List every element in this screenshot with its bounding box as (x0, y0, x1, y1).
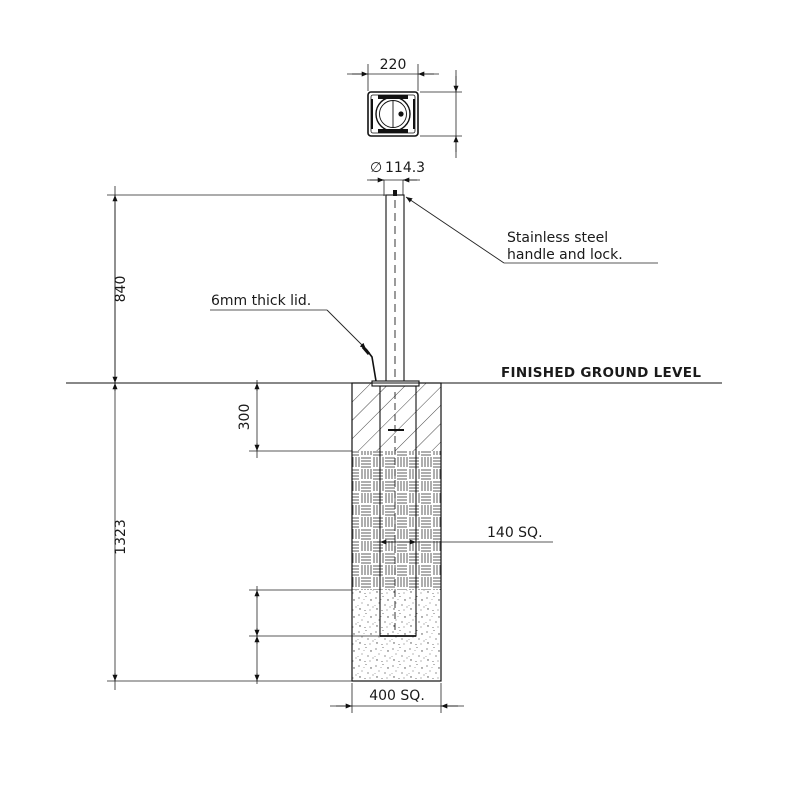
callout-handle: Stainless steel handle and lock. (405, 196, 658, 264)
dim-height-above-label: 840 (113, 276, 129, 303)
diameter-icon: ∅ (370, 160, 382, 176)
dim-depth-total: 1323 (107, 383, 352, 682)
dim-diameter-label: 114.3 (385, 160, 425, 176)
dim-outer-square-label: 400 SQ. (369, 688, 425, 704)
plan-view (367, 91, 419, 137)
dim-outer-square: 400 SQ. (330, 683, 464, 713)
callout-lid: 6mm thick lid. (210, 293, 367, 350)
dim-depth-top-label: 300 (237, 404, 253, 431)
lock-top-icon (393, 190, 397, 196)
dim-plan-depth (420, 70, 462, 158)
dim-inner-square: 140 SQ. (377, 525, 553, 545)
ground-level-label: FINISHED GROUND LEVEL (501, 365, 701, 381)
foundation (351, 382, 442, 682)
topsoil-hatch (352, 383, 441, 451)
lid-label: 6mm thick lid. (211, 293, 311, 309)
handle-label-line1: Stainless steel (507, 230, 608, 246)
dim-diameter: ∅ 114.3 (367, 160, 425, 196)
bollard-post (385, 190, 405, 384)
dim-lower-layers (249, 586, 380, 684)
handle-label-line2: handle and lock. (507, 247, 623, 263)
concrete-pattern (352, 451, 441, 590)
dim-inner-square-label: 140 SQ. (487, 525, 543, 541)
dim-height-above: 840 (107, 186, 394, 690)
lock-icon (398, 111, 404, 117)
dim-top-width-label: 220 (380, 57, 407, 73)
dim-depth-total-label: 1323 (113, 519, 129, 555)
dim-top-width: 220 (347, 57, 439, 91)
dim-depth-top: 300 (237, 380, 352, 458)
